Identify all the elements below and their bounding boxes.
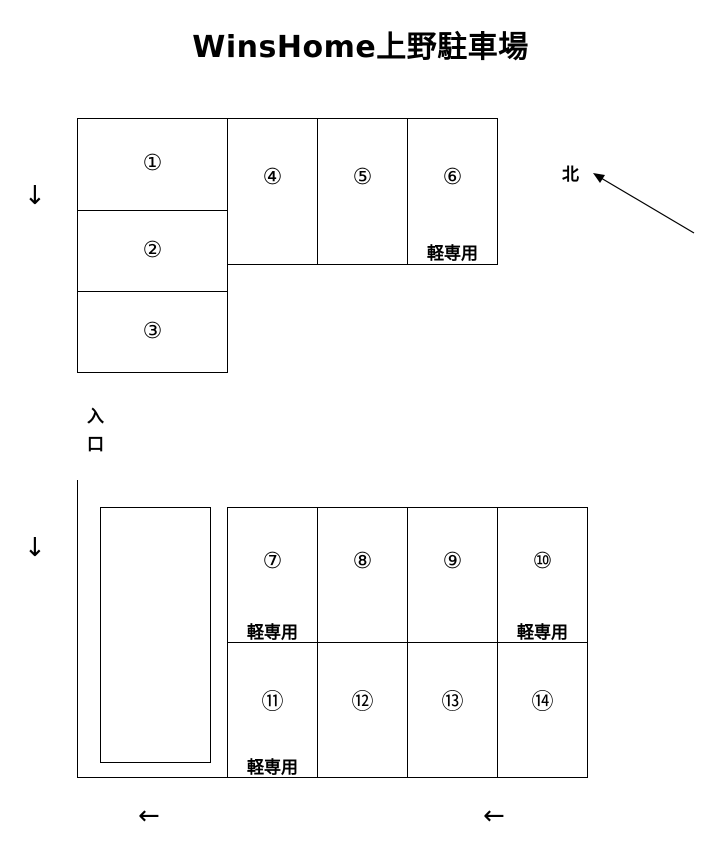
space-number: ② <box>142 238 163 263</box>
light-only-label: 軽専用 <box>247 758 298 778</box>
parking-space-4: ④ <box>227 118 318 265</box>
north-arrow-icon <box>593 173 695 234</box>
parking-space-5: ⑤ <box>317 118 408 265</box>
parking-space-2: ② <box>77 210 228 292</box>
entrance-label-2: 口 <box>87 435 104 455</box>
space-number: ④ <box>262 165 283 190</box>
parking-space-12: ⑫ <box>317 642 408 778</box>
north-label: 北 <box>562 165 579 185</box>
left-arrow-icon: ← <box>483 801 505 831</box>
parking-space-8: ⑧ <box>317 507 408 643</box>
light-only-label: 軽専用 <box>517 623 568 643</box>
light-only-label: 軽専用 <box>247 623 298 643</box>
parking-space-9: ⑨ <box>407 507 498 643</box>
parking-space-10: ⑩ 軽専用 <box>497 507 588 643</box>
parking-space-14: ⑭ <box>497 642 588 778</box>
lower-left-boundary <box>77 480 78 778</box>
space-number: ③ <box>142 319 163 344</box>
building-block <box>100 507 211 763</box>
light-only-label: 軽専用 <box>427 244 478 264</box>
space-number: ⑨ <box>442 549 463 574</box>
down-arrow-icon: ↓ <box>24 181 46 211</box>
parking-space-6: ⑥ 軽専用 <box>407 118 498 265</box>
space-number: ⑧ <box>352 549 373 574</box>
space-number: ⑦ <box>262 549 283 574</box>
parking-space-1: ① <box>77 118 228 211</box>
page-title: WinsHome上野駐車場 <box>192 30 529 65</box>
space-number: ⑤ <box>352 165 373 190</box>
parking-space-7: ⑦ 軽専用 <box>227 507 318 643</box>
lower-bottom-boundary <box>77 777 228 778</box>
parking-space-13: ⑬ <box>407 642 498 778</box>
space-number: ⑫ <box>351 690 374 715</box>
left-arrow-icon: ← <box>138 801 160 831</box>
parking-space-3: ③ <box>77 291 228 373</box>
space-number: ⑪ <box>261 690 284 715</box>
parking-space-11: ⑪ 軽専用 <box>227 642 318 778</box>
space-number: ① <box>142 151 163 176</box>
entrance-label-1: 入 <box>87 407 104 427</box>
down-arrow-icon: ↓ <box>24 533 46 563</box>
space-number: ⑭ <box>531 690 554 715</box>
space-number: ⑥ <box>442 165 463 190</box>
space-number: ⑩ <box>532 549 553 574</box>
space-number: ⑬ <box>441 690 464 715</box>
